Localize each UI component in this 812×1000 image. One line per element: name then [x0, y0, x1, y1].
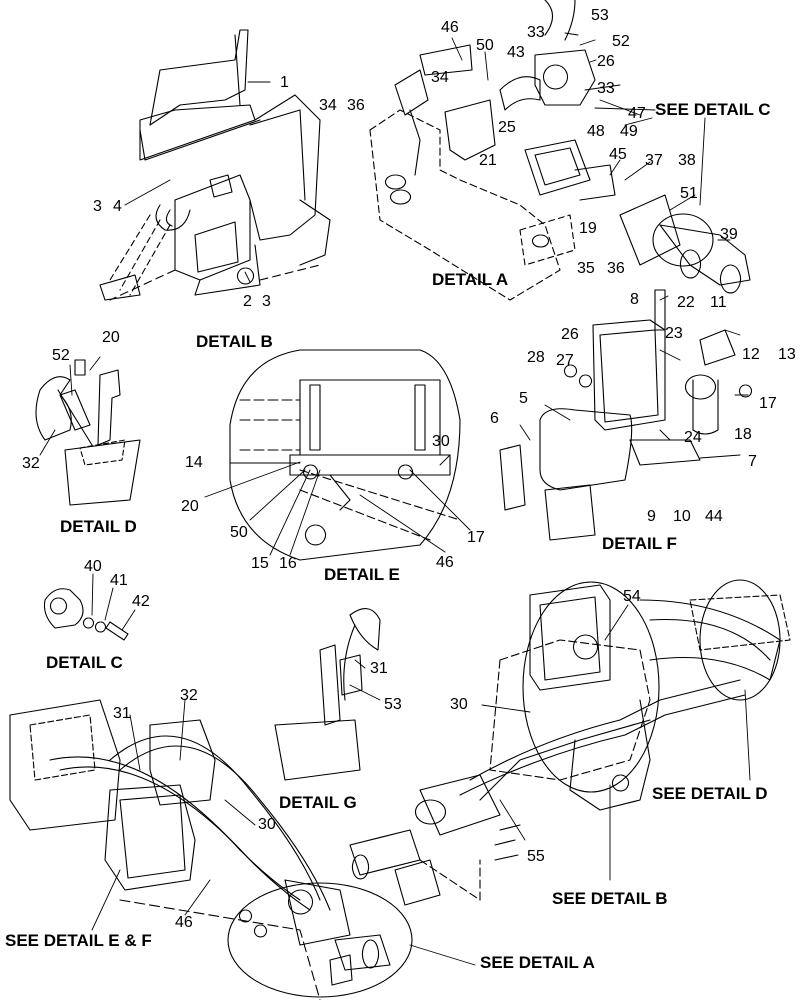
callout-46-top: 46: [441, 19, 459, 36]
callout-32-d: 32: [22, 455, 40, 472]
callout-9: 9: [647, 508, 656, 525]
callout-20-e: 20: [181, 498, 199, 515]
callout-13: 13: [778, 346, 796, 363]
callout-38: 38: [678, 152, 696, 169]
detail-c-title: DETAIL C: [46, 653, 123, 672]
see-detail-c-label: SEE DETAIL C: [655, 100, 771, 119]
callout-39: 39: [720, 226, 738, 243]
callout-43: 43: [507, 44, 525, 61]
callout-18: 18: [734, 426, 752, 443]
callout-53-g: 53: [384, 696, 402, 713]
callout-35: 35: [577, 260, 595, 277]
callout-28: 28: [527, 349, 545, 366]
callout-51: 51: [680, 185, 698, 202]
callout-36-top: 36: [347, 97, 365, 114]
callout-6: 6: [490, 410, 499, 427]
callout-46-e: 46: [436, 554, 454, 571]
detail-f-drawing: [500, 290, 752, 540]
callout-40: 40: [84, 558, 102, 575]
callout-3-left: 3: [93, 198, 102, 215]
detail-g-drawing: [275, 609, 380, 780]
callout-7: 7: [748, 453, 757, 470]
see-detail-a-label: SEE DETAIL A: [480, 953, 595, 972]
callout-50-top: 50: [476, 37, 494, 54]
callout-4: 4: [113, 198, 122, 215]
detail-c-drawing: [44, 589, 128, 640]
callout-5: 5: [519, 390, 528, 407]
callout-55: 55: [527, 848, 545, 865]
callout-45: 45: [609, 146, 627, 163]
callout-52-top: 52: [612, 33, 630, 50]
detail-e-title: DETAIL E: [324, 565, 400, 584]
callout-21: 21: [479, 152, 497, 169]
right-assembly-drawing: [350, 580, 790, 905]
callout-46-left: 46: [175, 914, 193, 931]
callout-31-g: 31: [370, 660, 388, 677]
callout-17-e: 17: [467, 529, 485, 546]
callout-36-bottom: 36: [607, 260, 625, 277]
callout-53-top: 53: [591, 7, 609, 24]
callout-19: 19: [579, 220, 597, 237]
callout-12: 12: [742, 346, 760, 363]
callout-34-upper: 34: [431, 69, 449, 86]
callout-20-d: 20: [102, 329, 120, 346]
left-assembly-drawing: [10, 700, 412, 1000]
callout-44: 44: [705, 508, 723, 525]
detail-a-drawing: [370, 0, 750, 300]
see-detail-b-label: SEE DETAIL B: [552, 889, 668, 908]
callout-34-left: 34: [319, 97, 337, 114]
callout-23: 23: [665, 325, 683, 342]
detail-b-drawing: [100, 30, 330, 300]
detail-e-drawing: [230, 350, 460, 560]
callout-33-top: 33: [527, 24, 545, 41]
detail-d-drawing: [36, 360, 140, 505]
callout-32-left: 32: [180, 687, 198, 704]
callout-15: 15: [251, 555, 269, 572]
callout-54: 54: [623, 588, 641, 605]
callout-49: 49: [620, 123, 638, 140]
callout-3-bottom: 3: [262, 293, 271, 310]
detail-d-title: DETAIL D: [60, 517, 137, 536]
callout-24: 24: [684, 429, 702, 446]
detail-b-title: DETAIL B: [196, 332, 273, 351]
callout-1: 1: [280, 74, 289, 91]
callout-11: 11: [710, 294, 727, 311]
callout-31-left: 31: [113, 705, 131, 722]
callout-2: 2: [243, 293, 252, 310]
callout-27: 27: [556, 352, 574, 369]
leader-lines: [40, 33, 750, 965]
callout-25: 25: [498, 119, 516, 136]
callout-30-e: 30: [432, 433, 450, 450]
callout-22: 22: [677, 294, 695, 311]
callout-47: 47: [628, 105, 646, 122]
callout-50-e: 50: [230, 524, 248, 541]
callout-26-top: 26: [597, 53, 615, 70]
callout-14: 14: [185, 454, 203, 471]
callout-10: 10: [673, 508, 691, 525]
detail-g-title: DETAIL G: [279, 793, 357, 812]
callout-42: 42: [132, 593, 150, 610]
detail-f-title: DETAIL F: [602, 534, 677, 553]
callout-41: 41: [110, 572, 128, 589]
callout-16: 16: [279, 555, 297, 572]
see-detail-d-label: SEE DETAIL D: [652, 784, 768, 803]
detail-a-title: DETAIL A: [432, 270, 509, 289]
callout-30-left: 30: [258, 816, 276, 833]
callout-8: 8: [630, 291, 639, 308]
callout-33-mid: 33: [597, 80, 615, 97]
callout-30-right: 30: [450, 696, 468, 713]
callout-48: 48: [587, 123, 605, 140]
callout-37: 37: [645, 152, 663, 169]
callout-26-f: 26: [561, 326, 579, 343]
callout-17-f: 17: [759, 395, 777, 412]
callout-52-d: 52: [52, 347, 70, 364]
see-detail-e-f-label: SEE DETAIL E & F: [5, 931, 152, 950]
